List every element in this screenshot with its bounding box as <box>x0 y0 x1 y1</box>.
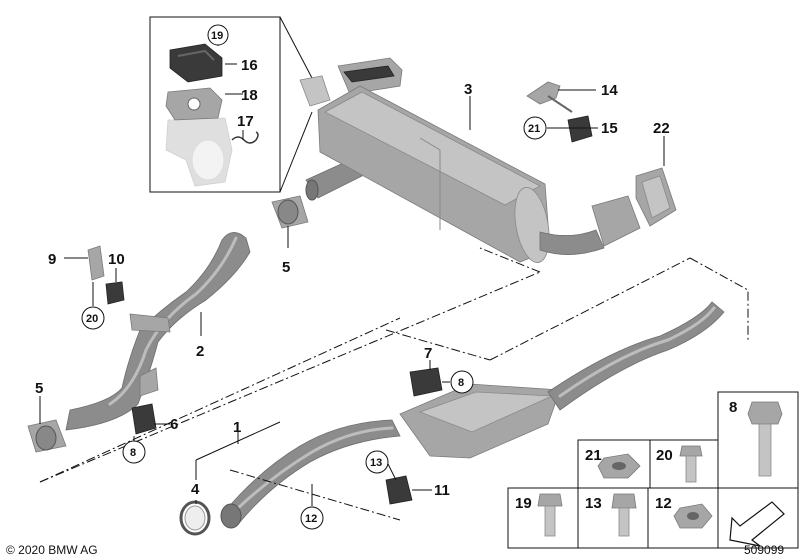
rubber-mount-10 <box>105 281 125 305</box>
callout-circle <box>300 506 324 530</box>
dash-line <box>385 329 491 361</box>
tail-trim <box>635 167 677 227</box>
part-label-22: 22 <box>653 120 670 137</box>
part-label-18: 18 <box>241 87 258 104</box>
callout-circle <box>450 370 474 394</box>
front-pipe-catalyst <box>220 301 725 529</box>
rubber-mount-6 <box>131 403 157 435</box>
rear-muffler <box>299 57 641 263</box>
arrow-icon <box>729 501 785 547</box>
part-label-12-table: 12 <box>655 495 672 512</box>
part-label-19-table: 19 <box>515 495 532 512</box>
clamp-5-upper <box>271 195 309 229</box>
callout-circle <box>81 306 105 330</box>
bolt-8 <box>747 401 783 477</box>
dash-line <box>689 257 749 342</box>
leader-lines <box>39 44 665 506</box>
callout-circle <box>122 440 146 464</box>
hardware-table <box>507 391 799 549</box>
actuator-part <box>169 43 223 83</box>
part-label-4: 4 <box>191 481 200 498</box>
bracket-11 <box>385 475 413 505</box>
dash-line <box>479 247 541 273</box>
dash-line <box>229 469 401 521</box>
rubber-mount-7 <box>409 367 443 397</box>
copyright-text: © 2020 BMW AG <box>6 543 98 557</box>
part-label-8-circle: 8 <box>458 377 464 389</box>
intermediate-pipe <box>65 232 251 431</box>
bolt-19 <box>537 493 563 537</box>
part-label-5: 5 <box>282 259 290 276</box>
rubber-mount-15 <box>567 115 593 143</box>
dash-line <box>39 317 401 483</box>
callout-circle <box>365 450 389 474</box>
part-label-9: 9 <box>48 251 56 268</box>
part-label-1: 1 <box>233 419 241 436</box>
dash-line <box>489 257 691 361</box>
part-label-13: 13 <box>370 457 382 469</box>
part-label-8: 8 <box>130 447 136 459</box>
bolt-20 <box>679 445 703 483</box>
nut-21 <box>597 453 641 479</box>
part-label-15: 15 <box>601 120 618 137</box>
part-label-7: 7 <box>424 345 432 362</box>
part-label-10: 10 <box>108 251 125 268</box>
callout-circle <box>207 24 229 46</box>
part-label-8-table: 8 <box>729 399 737 416</box>
part-label-20: 20 <box>86 313 98 325</box>
flange-faded <box>165 117 233 187</box>
part-label-16: 16 <box>241 57 258 74</box>
detail-inset <box>149 16 313 193</box>
part-label-11: 11 <box>434 482 450 499</box>
gasket-part <box>165 87 223 121</box>
clip-part <box>231 131 259 144</box>
dash-line <box>39 271 541 483</box>
diagram-number: 509099 <box>744 543 784 557</box>
bolt-13 <box>611 493 637 537</box>
part-label-20-table: 20 <box>656 447 673 464</box>
part-label-2: 2 <box>196 343 204 360</box>
part-label-13-table: 13 <box>585 495 602 512</box>
part-label-5-lower: 5 <box>35 380 43 397</box>
clamp-5-lower <box>27 419 67 453</box>
part-label-19: 19 <box>211 30 223 42</box>
callout-circle <box>523 116 547 140</box>
part-label-12: 12 <box>305 513 317 525</box>
clamp-4 <box>179 500 211 536</box>
part-label-6: 6 <box>170 416 178 433</box>
part-label-14: 14 <box>601 82 618 99</box>
part-label-17: 17 <box>237 113 254 130</box>
part-label-21: 21 <box>528 123 540 135</box>
part-label-21-table: 21 <box>585 447 602 464</box>
nut-12 <box>673 503 713 529</box>
bracket-9 <box>87 245 105 281</box>
bracket-14 <box>526 81 573 113</box>
part-label-3: 3 <box>464 81 472 98</box>
